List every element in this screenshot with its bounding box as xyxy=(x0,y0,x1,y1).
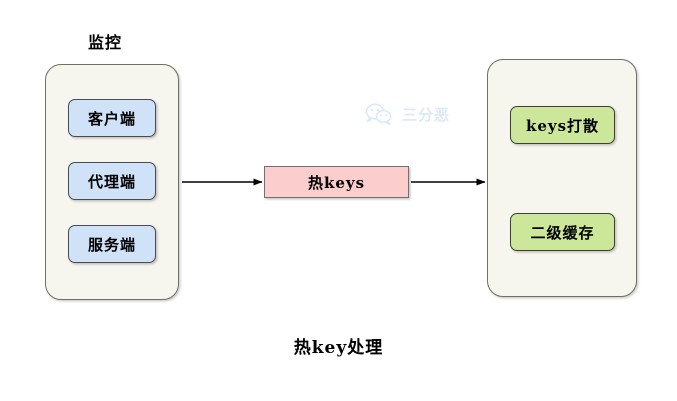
node-client[interactable]: 客户端 xyxy=(68,99,156,137)
node-l2-cache[interactable]: 二级缓存 xyxy=(510,213,615,251)
diagram-caption: 热key处理 xyxy=(293,338,384,358)
node-server[interactable]: 服务端 xyxy=(68,225,156,263)
group-solution xyxy=(487,59,637,297)
wechat-logo-icon xyxy=(365,103,392,125)
node-keys-split[interactable]: keys打散 xyxy=(510,106,615,144)
node-hot-keys[interactable]: 热keys xyxy=(264,166,409,198)
watermark-text: 三分恶 xyxy=(402,105,451,124)
watermark: 三分恶 xyxy=(363,102,450,126)
group-title-monitor: 监控 xyxy=(88,33,123,52)
node-proxy[interactable]: 代理端 xyxy=(68,162,156,200)
